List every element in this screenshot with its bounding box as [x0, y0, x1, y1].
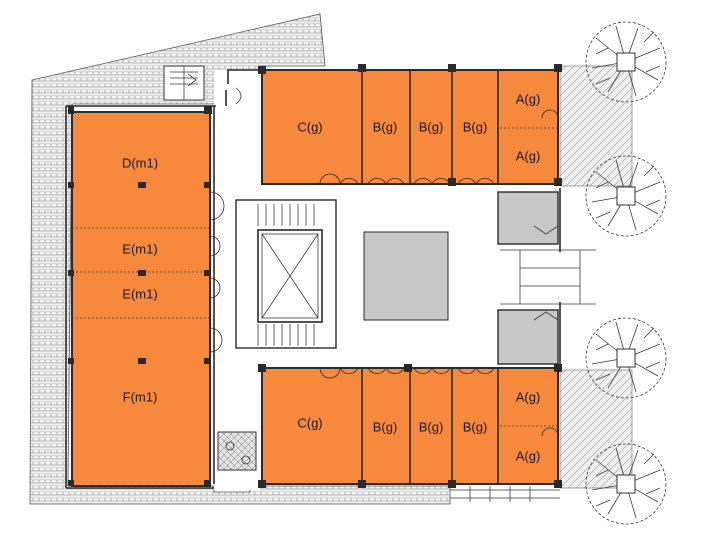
room-label-b1: B(g)	[373, 119, 398, 134]
room-label-c: C(g)	[297, 119, 322, 134]
stair-core	[235, 199, 337, 349]
room-label-b2-south: B(g)	[419, 419, 444, 434]
site-paving	[29, 13, 633, 505]
tree-icon	[585, 317, 667, 399]
room-label-b3-south: B(g)	[463, 419, 488, 434]
tree-icon	[585, 155, 667, 237]
room-label-e2: E(m1)	[122, 286, 157, 301]
east-service	[497, 188, 596, 366]
south-block: C(g) B(g) B(g) B(g) A(g) A(g)	[258, 364, 562, 502]
room-label-b1-south: B(g)	[373, 419, 398, 434]
west-block: D(m1) E(m1) E(m1) F(m1)	[65, 105, 225, 489]
room-label-a1-south: A(g)	[516, 389, 541, 404]
room-label-a1: A(g)	[516, 91, 541, 106]
room-label-b2: B(g)	[419, 119, 444, 134]
room-label-a2-south: A(g)	[516, 448, 541, 463]
lift-shaft-icon	[257, 229, 323, 323]
north-block: C(g) B(g) B(g) B(g) A(g) A(g)	[258, 64, 562, 186]
tree-icon	[585, 443, 667, 525]
central-courtyard	[363, 231, 449, 321]
trees	[585, 21, 667, 525]
room-label-f: F(m1)	[123, 389, 158, 404]
room-label-d: D(m1)	[122, 155, 158, 170]
room-label-c-south: C(g)	[297, 415, 322, 430]
room-label-b3: B(g)	[463, 119, 488, 134]
room-label-e1: E(m1)	[122, 241, 157, 256]
tree-icon	[585, 21, 667, 103]
room-label-a2: A(g)	[516, 148, 541, 163]
